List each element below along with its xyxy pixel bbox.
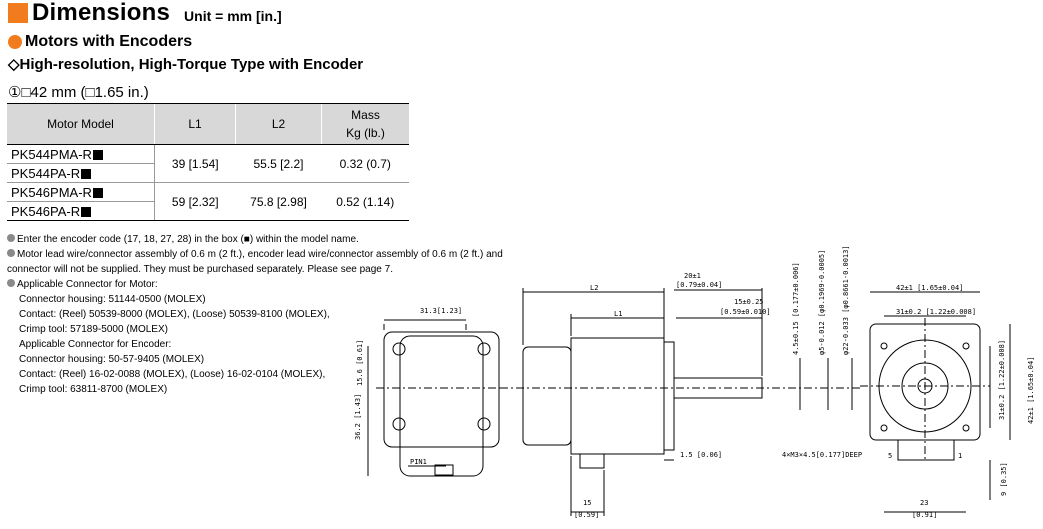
- col-mass: Mass Kg (lb.): [321, 103, 409, 145]
- side-connector: [579, 453, 605, 469]
- front-connector: [897, 439, 955, 461]
- code-box-icon: [92, 149, 103, 160]
- front-hole: [880, 342, 888, 350]
- dim15-label: 15±0.25: [734, 298, 764, 306]
- table-row: PK546PA-R: [7, 201, 409, 221]
- code-box-icon: [81, 206, 92, 217]
- note-text: Motor lead wire/connector assembly of 0.…: [17, 249, 503, 260]
- orange-square-icon: [8, 3, 28, 23]
- note-text: Contact: (Reel) 50539-8000 (MOLEX), (Loo…: [19, 309, 330, 320]
- front-hole: [962, 342, 970, 350]
- table-row: PK546PMA-R 59 [2.32] 75.8 [2.98] 0.52 (1…: [7, 182, 409, 221]
- model-name: PK546PA-R: [11, 203, 81, 219]
- side-motor-body: [570, 337, 665, 455]
- note-text: Connector housing: 50-57-9405 (MOLEX): [19, 354, 205, 365]
- section-title-text: Motors with Encoders: [25, 33, 193, 50]
- model-name: PK546PMA-R: [11, 184, 92, 200]
- pin1-label: PIN1: [410, 458, 427, 466]
- note-text: connector will not be supplied. They mus…: [7, 264, 393, 275]
- col-l2: L2: [235, 103, 322, 145]
- front-height-label: 42±1 [1.65±0.04]: [1027, 357, 1035, 424]
- dim15bin-label: [0.59]: [574, 511, 599, 519]
- note-text: Applicable Connector for Motor:: [17, 279, 158, 290]
- unit-label: Unit = mm [in.]: [184, 8, 282, 24]
- table-row: PK544PMA-R 39 [1.54] 55.5 [2.2] 0.32 (0.…: [7, 144, 409, 183]
- code-box-icon: [92, 187, 103, 198]
- mount-hole: [392, 417, 406, 431]
- dim15b-label: 15: [583, 499, 591, 507]
- mount-hole: [477, 342, 491, 356]
- col-l1: L1: [154, 103, 236, 145]
- front-width-label: 42±1 [1.65±0.04]: [896, 284, 963, 292]
- notes: Enter the encoder code (17, 18, 27, 28) …: [7, 232, 527, 397]
- model-name: PK544PMA-R: [11, 146, 92, 162]
- back-view-plate: [383, 331, 500, 448]
- mass-cell: 0.32 (0.7): [321, 144, 409, 183]
- dim22-label: φ22-0.033 [φ0.8661-0.0013]: [842, 245, 850, 355]
- dim15in-label: [0.59±0.010]: [720, 308, 771, 316]
- model-cell: PK546PMA-R: [7, 182, 155, 202]
- dim20in-label: [0.79±0.04]: [676, 281, 722, 289]
- bullet-icon: [7, 249, 15, 257]
- dim1_5-label: 1.5 [0.06]: [680, 451, 722, 459]
- pin5-label: 5: [888, 452, 892, 460]
- page-header: Dimensions Unit = mm [in.]: [8, 0, 282, 26]
- model-cell: PK544PA-R: [7, 163, 155, 183]
- section-title: Motors with Encoders: [8, 33, 192, 51]
- code-box-icon: [81, 168, 92, 179]
- bullet-icon: [7, 279, 15, 287]
- holes-label: 4×M3×4.5[0.177]DEEP: [782, 451, 862, 459]
- note-text: Connector housing: 51144-0500 (MOLEX): [19, 294, 206, 305]
- orange-bullet-icon: [8, 35, 22, 49]
- front-hole: [880, 424, 888, 432]
- side-flange: [663, 341, 675, 451]
- model-cell: PK546PA-R: [7, 201, 155, 221]
- side-encoder-cover: [522, 346, 572, 446]
- l2-cell: 75.8 [2.98]: [235, 182, 322, 221]
- dim9-label: 9 [0.35]: [1000, 462, 1008, 496]
- dim23in-label: [0.91]: [912, 511, 937, 519]
- note-text: Applicable Connector for Encoder:: [19, 339, 172, 350]
- note-text: Contact: (Reel) 16-02-0088 (MOLEX), (Loo…: [19, 369, 326, 380]
- l1-cell: 59 [2.32]: [154, 182, 236, 221]
- model-name: PK544PA-R: [11, 165, 81, 181]
- mount-hole: [477, 417, 491, 431]
- back-view-encoder: [399, 335, 484, 477]
- front-hole: [962, 424, 970, 432]
- spec-table: Motor Model L1 L2 Mass Kg (lb.) PK544PMA-…: [7, 103, 409, 221]
- front-pitch-label: 31±0.2 [1.22±0.008]: [896, 308, 976, 316]
- note-text: Crimp tool: 63811-8700 (MOLEX): [19, 384, 168, 395]
- front-pitch-v-label: 31±0.2 [1.22±0.008]: [998, 340, 1006, 420]
- dim20-label: 20±1: [684, 272, 701, 280]
- frame-size: ①□42 mm (□1.65 in.): [8, 84, 149, 101]
- connector-outline: [434, 464, 454, 476]
- back-width-label: 31.3[1.23]: [420, 307, 462, 315]
- pin1b-label: 1: [958, 452, 962, 460]
- back-height1-label: 15.6 [0.61]: [356, 340, 364, 386]
- bullet-icon: [7, 234, 15, 242]
- col-model: Motor Model: [7, 103, 155, 145]
- note-text: Enter the encoder code (17, 18, 27, 28) …: [17, 234, 359, 245]
- l1-cell: 39 [1.54]: [154, 144, 236, 183]
- col-mass-label: Mass: [351, 108, 380, 122]
- page-title: Dimensions: [32, 0, 171, 26]
- section-subtitle: ◇High-resolution, High-Torque Type with …: [8, 56, 364, 73]
- dim5-label: φ5-0.012 [φ0.1969-0.0005]: [818, 250, 826, 355]
- mass-cell: 0.52 (1.14): [321, 182, 409, 221]
- dim23-label: 23: [920, 499, 928, 507]
- l2-label: L2: [590, 284, 598, 292]
- mount-hole: [392, 342, 406, 356]
- l2-cell: 55.5 [2.2]: [235, 144, 322, 183]
- note-text: Crimp tool: 57189-5000 (MOLEX): [19, 324, 168, 335]
- model-cell: PK544PMA-R: [7, 144, 155, 164]
- back-height2-label: 36.2 [1.43]: [354, 394, 362, 440]
- dim45-label: 4.5±0.15 [0.177±0.006]: [792, 262, 800, 355]
- l1-label: L1: [614, 310, 622, 318]
- table-row: PK544PA-R: [7, 163, 409, 183]
- col-mass-unit: Kg (lb.): [346, 126, 385, 140]
